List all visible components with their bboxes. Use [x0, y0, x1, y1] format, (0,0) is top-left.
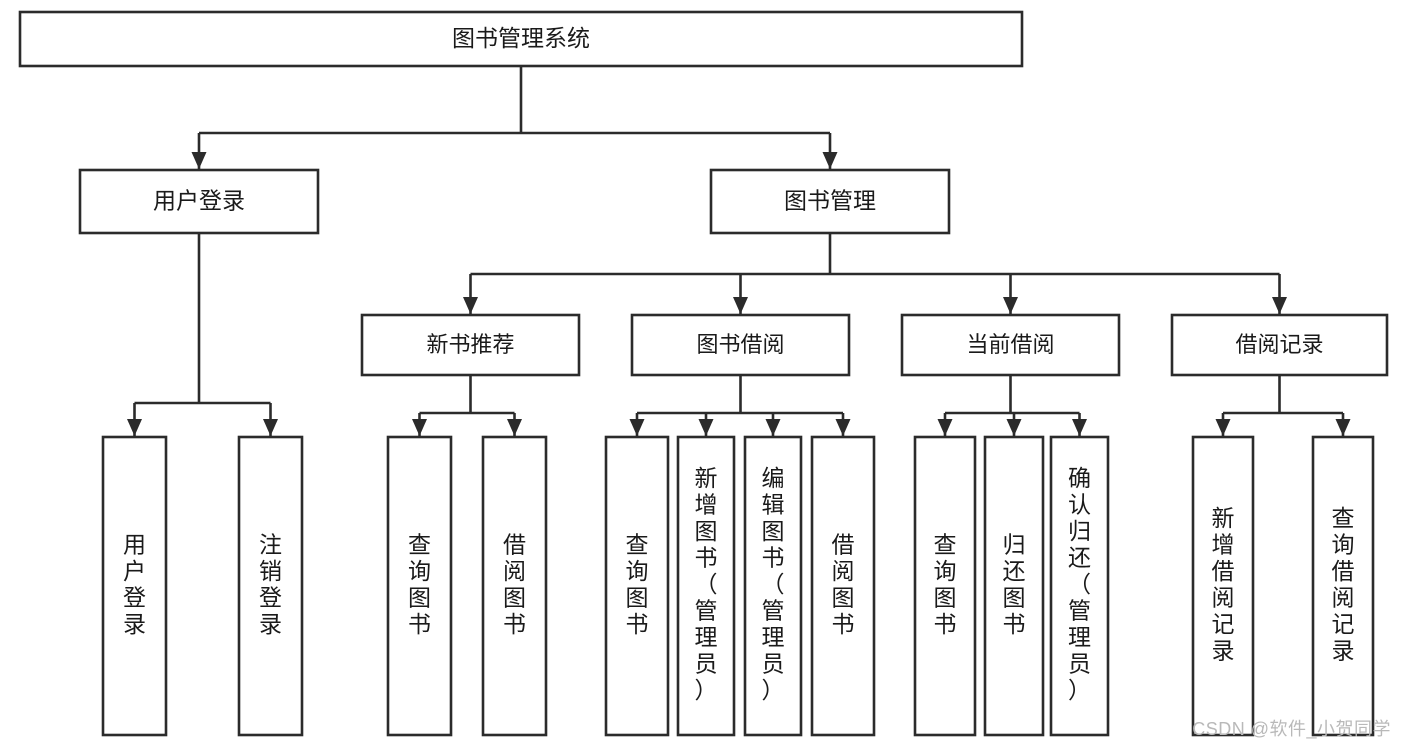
node-leaf-borrow-book-2[interactable]: 借阅图书	[810, 435, 876, 737]
node-box-book-borrow	[630, 313, 851, 377]
connectors-layer	[127, 66, 1351, 436]
node-book-manage[interactable]: 图书管理	[709, 168, 951, 235]
node-label-current-borrow: 当前借阅	[966, 332, 1054, 357]
node-borrow-record[interactable]: 借阅记录	[1170, 313, 1389, 377]
node-box-leaf-return-book	[983, 435, 1045, 737]
node-leaf-user-login[interactable]: 用户登录	[101, 435, 168, 737]
node-label-root: 图书管理系统	[452, 25, 590, 51]
node-label-user-login: 用户登录	[153, 188, 245, 214]
connector-group-current-borrow	[937, 375, 1087, 436]
node-user-login[interactable]: 用户登录	[78, 168, 320, 235]
node-box-root	[18, 10, 1024, 68]
node-box-leaf-query-book-3	[913, 435, 977, 737]
node-label-leaf-query-book-3: 查询图书	[934, 531, 957, 637]
node-box-leaf-query-book-2	[604, 435, 670, 737]
node-box-leaf-user-logout	[237, 435, 304, 737]
connector-group-new-book-recommend	[412, 375, 522, 436]
node-root[interactable]: 图书管理系统	[18, 10, 1024, 68]
node-label-borrow-record: 借阅记录	[1235, 332, 1323, 357]
node-leaf-query-record[interactable]: 查询借阅记录	[1311, 435, 1375, 737]
node-label-leaf-user-logout: 注销登录	[259, 531, 282, 637]
node-box-leaf-query-book-1	[386, 435, 453, 737]
node-box-leaf-query-record	[1311, 435, 1375, 737]
node-label-leaf-confirm-return: 确认归还（管理员）	[1068, 465, 1091, 703]
node-box-leaf-add-record	[1191, 435, 1255, 737]
node-label-book-borrow: 图书借阅	[696, 332, 784, 357]
nodes-layer: 图书管理系统用户登录图书管理新书推荐图书借阅当前借阅借阅记录用户登录注销登录查询…	[18, 10, 1389, 737]
node-leaf-edit-book[interactable]: 编辑图书（管理员）	[743, 435, 803, 737]
connector-group-root	[191, 66, 838, 169]
node-current-borrow[interactable]: 当前借阅	[900, 313, 1121, 377]
node-new-book-recommend[interactable]: 新书推荐	[360, 313, 581, 377]
node-label-leaf-borrow-book-1: 借阅图书	[503, 531, 526, 637]
node-label-leaf-user-login: 用户登录	[123, 531, 146, 637]
node-box-new-book-recommend	[360, 313, 581, 377]
node-label-leaf-add-record: 新增借阅记录	[1212, 505, 1235, 664]
node-leaf-borrow-book-1[interactable]: 借阅图书	[481, 435, 548, 737]
node-box-borrow-record	[1170, 313, 1389, 377]
node-leaf-add-book[interactable]: 新增图书（管理员）	[676, 435, 736, 737]
node-leaf-query-book-3[interactable]: 查询图书	[913, 435, 977, 737]
node-label-leaf-query-book-1: 查询图书	[408, 531, 431, 637]
node-box-leaf-confirm-return	[1049, 435, 1110, 737]
node-label-leaf-query-record: 查询借阅记录	[1332, 505, 1355, 664]
connector-group-user-login	[127, 233, 278, 436]
node-leaf-confirm-return[interactable]: 确认归还（管理员）	[1049, 435, 1110, 737]
node-leaf-return-book[interactable]: 归还图书	[983, 435, 1045, 737]
connector-group-borrow-record	[1215, 375, 1351, 436]
node-leaf-user-logout[interactable]: 注销登录	[237, 435, 304, 737]
node-label-leaf-return-book: 归还图书	[1003, 531, 1026, 637]
node-box-leaf-borrow-book-1	[481, 435, 548, 737]
node-box-leaf-user-login	[101, 435, 168, 737]
node-leaf-add-record[interactable]: 新增借阅记录	[1191, 435, 1255, 737]
watermark-label: CSDN @软件_小贺同学	[1192, 719, 1391, 739]
node-box-leaf-add-book	[676, 435, 736, 737]
node-label-book-manage: 图书管理	[784, 188, 876, 214]
connector-group-book-manage	[463, 233, 1287, 314]
node-leaf-query-book-1[interactable]: 查询图书	[386, 435, 453, 737]
connector-group-book-borrow	[629, 375, 851, 436]
node-box-current-borrow	[900, 313, 1121, 377]
node-box-book-manage	[709, 168, 951, 235]
node-label-leaf-edit-book: 编辑图书（管理员）	[762, 465, 785, 703]
node-label-leaf-add-book: 新增图书（管理员）	[695, 465, 718, 703]
node-box-user-login	[78, 168, 320, 235]
node-box-leaf-edit-book	[743, 435, 803, 737]
node-book-borrow[interactable]: 图书借阅	[630, 313, 851, 377]
node-leaf-query-book-2[interactable]: 查询图书	[604, 435, 670, 737]
node-box-leaf-borrow-book-2	[810, 435, 876, 737]
node-label-leaf-borrow-book-2: 借阅图书	[832, 531, 855, 637]
node-label-new-book-recommend: 新书推荐	[426, 332, 514, 357]
node-label-leaf-query-book-2: 查询图书	[626, 531, 649, 637]
